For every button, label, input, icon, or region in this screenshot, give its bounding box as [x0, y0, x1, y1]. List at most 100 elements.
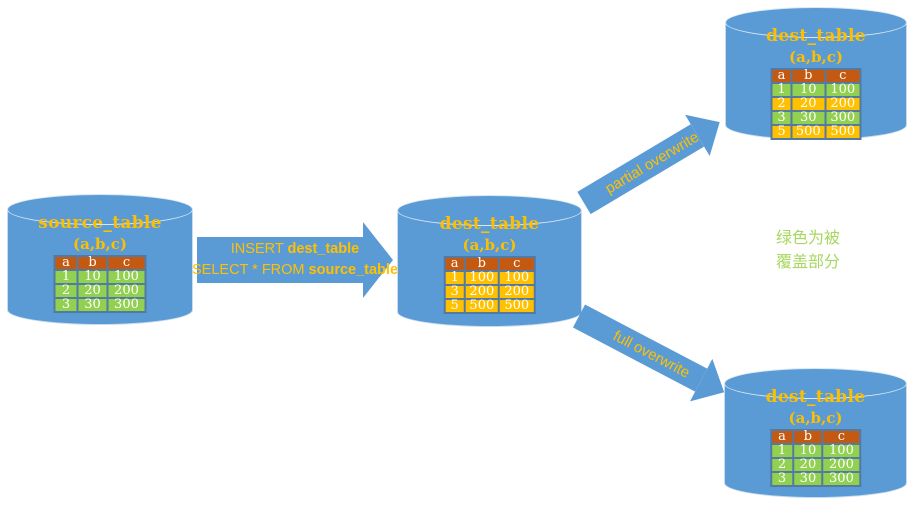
column-header: a: [53, 255, 79, 271]
note-line-2: 覆盖部分: [776, 252, 841, 271]
column-header: c: [497, 256, 536, 272]
table-cell: 5: [443, 298, 466, 314]
column-header: a: [769, 429, 795, 445]
sql-insert-line: INSERT dest_table: [231, 239, 359, 260]
table-cell: 5: [770, 124, 793, 140]
source-table-columns-label: (a,b,c): [73, 235, 127, 253]
sql-insert-keyword: INSERT: [230, 241, 288, 257]
partial-overwrite-label: partial overwrite: [602, 128, 702, 197]
column-header: b: [790, 68, 827, 84]
table-cell: 300: [106, 297, 147, 313]
column-header: c: [824, 68, 862, 84]
table-cell: 500: [790, 124, 827, 140]
table-cell: 3: [770, 110, 793, 126]
table-cell: 10: [790, 82, 827, 98]
partial-overwrite-arrow: partial overwrite: [572, 101, 733, 223]
dest-table-full-columns-label: (a,b,c): [788, 409, 843, 427]
table-cell: 200: [824, 96, 862, 112]
green-overwritten-note: 绿色为被 覆盖部分: [776, 226, 840, 274]
cylinder-top-ellipse: [7, 194, 193, 225]
table-cell: 100: [824, 82, 862, 98]
table-cell: 200: [821, 457, 862, 473]
sql-source-table-name: source_table: [308, 262, 399, 278]
table-cell: 20: [792, 457, 824, 473]
column-header: a: [770, 68, 793, 84]
dest-table-full-title: dest_table: [765, 387, 866, 407]
table-cell: 3: [769, 471, 795, 487]
table-cell: 100: [463, 270, 500, 286]
table-cell: 3: [443, 284, 466, 300]
table-cell: 30: [790, 110, 827, 126]
source-table-title: source_table: [38, 213, 162, 233]
table-cell: 1: [769, 443, 795, 459]
table-cell: 200: [106, 283, 147, 299]
dest-table-partial-title: dest_table: [766, 26, 866, 46]
table-cell: 200: [463, 284, 500, 300]
sql-dest-table-name: dest_table: [287, 241, 360, 257]
arrow-shaft: [197, 237, 363, 283]
table-cell: 500: [463, 298, 500, 314]
table-cell: 1: [770, 82, 793, 98]
table-cell: 100: [821, 443, 862, 459]
column-header: c: [821, 429, 862, 445]
dest-table-partial-columns-label: (a,b,c): [789, 48, 843, 66]
cylinder-top-ellipse: [397, 195, 582, 226]
table-cell: 20: [790, 96, 827, 112]
full-overwrite-arrow: full overwrite: [568, 295, 736, 414]
sql-select-keyword: SELECT * FROM: [191, 262, 309, 278]
column-header: b: [792, 429, 824, 445]
table-cell: 200: [497, 284, 536, 300]
table-cell: 2: [769, 457, 795, 473]
sql-select-line: SELECT * FROM source_table: [192, 260, 398, 281]
column-header: b: [76, 255, 109, 271]
table-cell: 500: [497, 298, 536, 314]
column-header: c: [106, 255, 147, 271]
note-line-1: 绿色为被: [776, 228, 841, 247]
table-cell: 500: [824, 124, 862, 140]
cylinder-top-ellipse: [724, 368, 907, 399]
table-cell: 20: [76, 283, 109, 299]
table-cell: 100: [497, 270, 536, 286]
column-header: a: [443, 256, 466, 272]
cylinder-top-ellipse: [725, 7, 907, 38]
full-overwrite-label: full overwrite: [610, 327, 693, 382]
table-cell: 30: [76, 297, 109, 313]
table-cell: 100: [106, 269, 147, 285]
table-cell: 3: [53, 297, 79, 313]
insert-select-arrow: INSERT dest_table SELECT * FROM source_t…: [192, 222, 398, 298]
column-header: b: [463, 256, 500, 272]
table-cell: 30: [792, 471, 824, 487]
table-cell: 10: [76, 269, 109, 285]
table-cell: 300: [821, 471, 862, 487]
dest-table-initial-columns-label: (a,b,c): [462, 236, 517, 254]
table-cell: 2: [770, 96, 793, 112]
sql-statement-label: INSERT dest_table SELECT * FROM source_t…: [192, 222, 398, 298]
dest-table-initial-title: dest_table: [439, 214, 540, 234]
table-cell: 2: [53, 283, 79, 299]
